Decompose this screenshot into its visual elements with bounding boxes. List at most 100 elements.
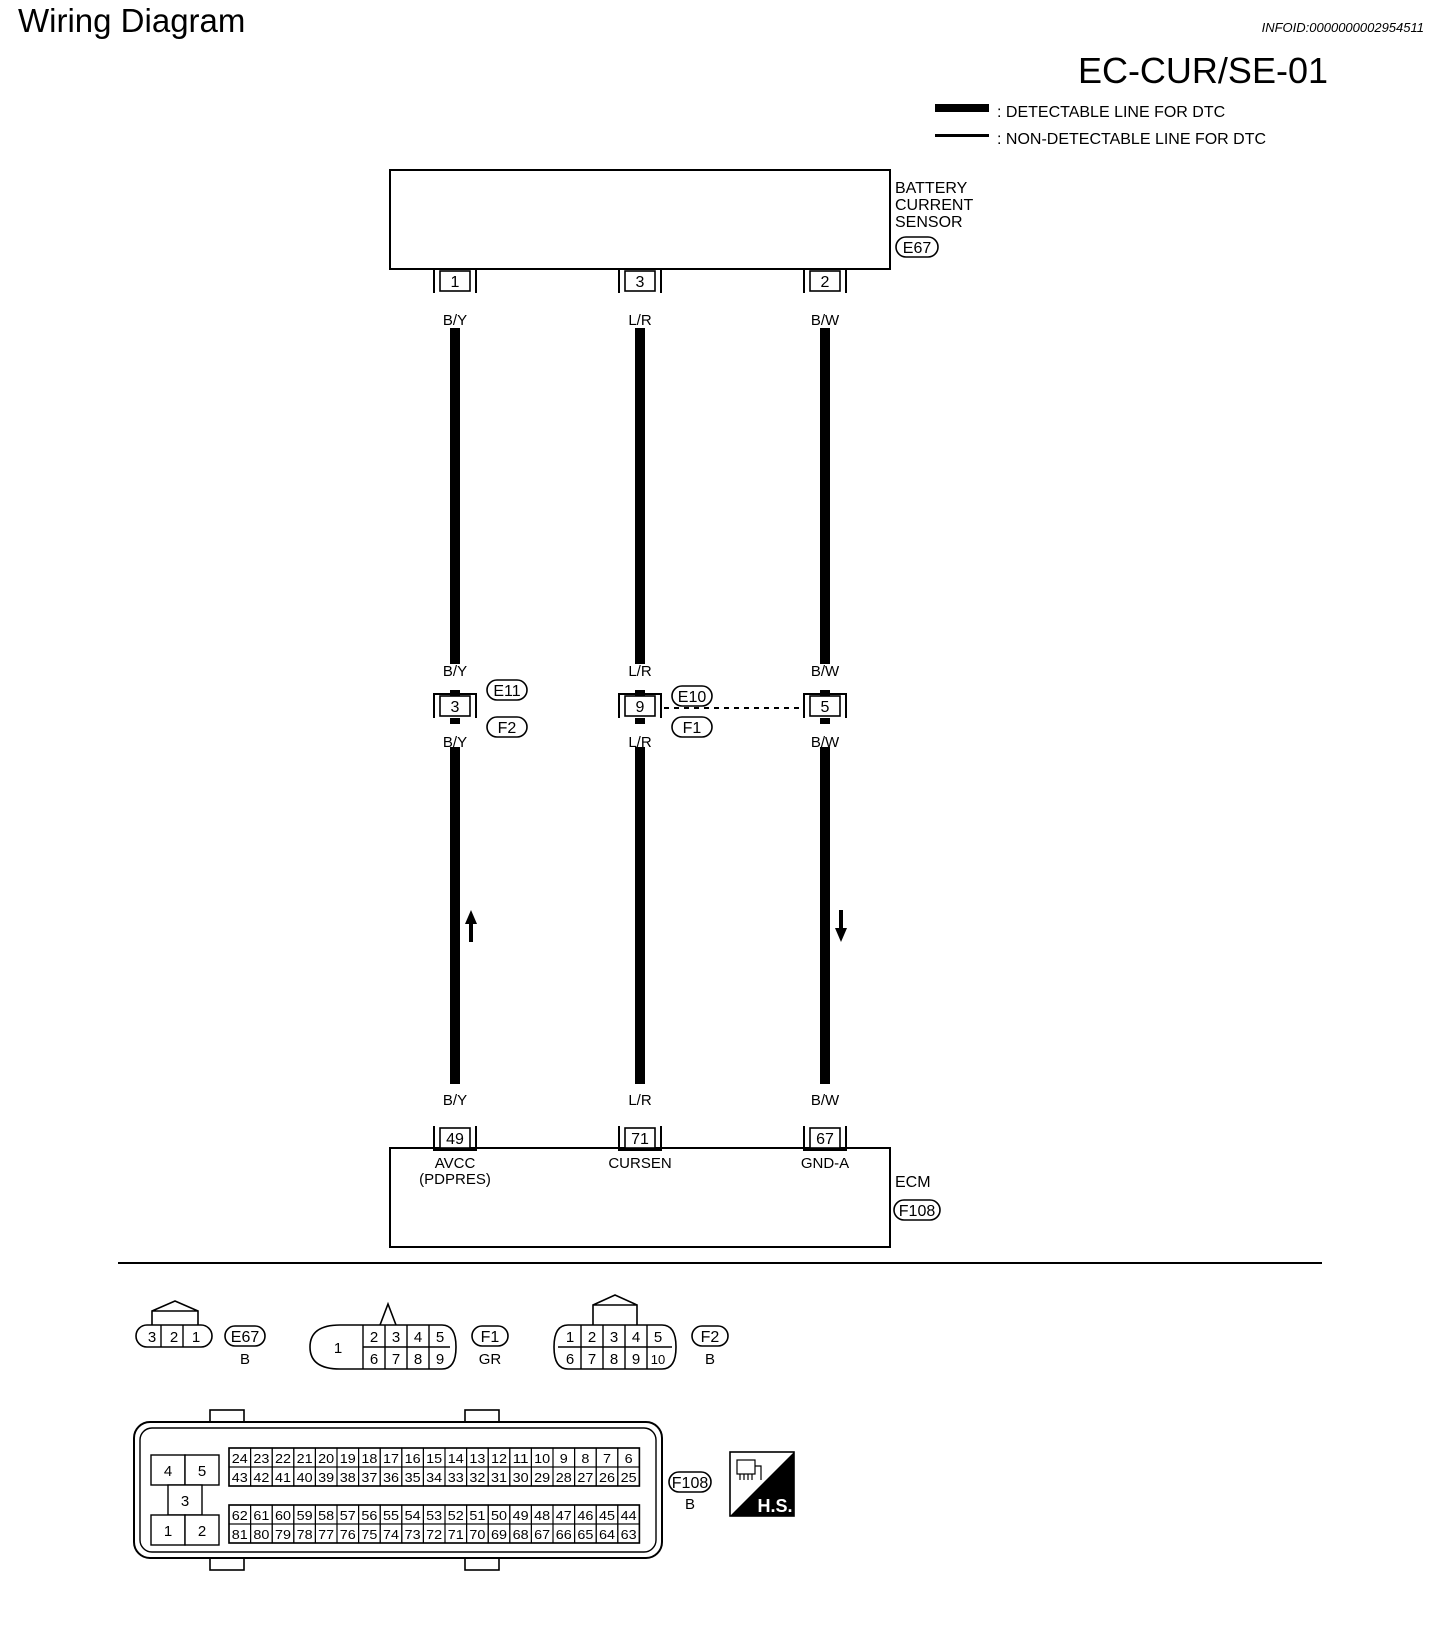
joint-pin-5-bracket <box>803 693 847 718</box>
e67-color: B <box>240 1351 250 1368</box>
f108-pin: 64 <box>599 1527 615 1542</box>
f2-lock-tab <box>592 1294 638 1325</box>
f108-pin-cell <box>150 1514 186 1546</box>
f108-pin: 75 <box>361 1527 377 1542</box>
f2-pin: 2 <box>588 1329 596 1346</box>
wire-color-top: B/W <box>811 312 840 329</box>
joint-connector-e11-label: E11 <box>493 683 520 700</box>
sensor-pin-3-label: 3 <box>636 274 645 291</box>
ecm-pin-49-label: 49 <box>446 1131 464 1148</box>
f1-id-pill: F1 <box>471 1325 509 1347</box>
ecm-box <box>389 1147 891 1248</box>
sensor-name-line: SENSOR <box>895 214 963 231</box>
sensor-pin-3: 3 <box>618 268 662 293</box>
f1-pin: 6 <box>370 1351 378 1368</box>
joint-pin-3-box <box>439 695 471 717</box>
sensor-pin-1: 1 <box>433 268 477 293</box>
ecm-name: ECM <box>895 1174 931 1191</box>
joint-pin-5-box <box>809 695 841 717</box>
wire-color-top: L/R <box>628 312 652 329</box>
f2-pin: 3 <box>610 1329 618 1346</box>
f108-pin: 78 <box>297 1527 313 1542</box>
sensor-pin-1-bracket <box>433 268 477 293</box>
f1-pin: 8 <box>414 1351 422 1368</box>
wire-lower-segment <box>450 747 460 1084</box>
f108-pin: 66 <box>556 1527 572 1542</box>
f108-pin: 80 <box>253 1527 269 1542</box>
wire-upper-segment <box>635 328 645 664</box>
f1-id-pill-label: F1 <box>481 1329 500 1346</box>
sensor-connector-e67: E67 <box>895 236 939 258</box>
f2-pin: 10 <box>651 1352 665 1367</box>
wire-color-top: B/Y <box>443 312 467 329</box>
f108-pin: 37 <box>361 1470 377 1485</box>
sensor-connector-e67-outline <box>895 236 939 258</box>
f108-pin: 11 <box>513 1451 529 1466</box>
f108-pin-cell <box>617 1466 640 1487</box>
ecm-pin-49-box <box>439 1127 471 1149</box>
f108-pin: 65 <box>577 1527 593 1542</box>
f108-pin: 56 <box>361 1508 377 1523</box>
f108-pin: 34 <box>426 1470 442 1485</box>
f2-pin: 7 <box>588 1351 596 1368</box>
ecm-pin-71-box <box>624 1127 656 1149</box>
page-title: Wiring Diagram <box>18 2 246 39</box>
f2-color: B <box>705 1351 715 1368</box>
legend-non-detectable-text: : NON-DETECTABLE LINE FOR DTC <box>997 131 1266 148</box>
f108-id-pill: F108 <box>668 1471 712 1493</box>
f108-pin: 14 <box>448 1451 464 1466</box>
signal-arrow-down <box>835 910 847 942</box>
f2-pin: 4 <box>632 1329 640 1346</box>
ecm-pin-49: 49 <box>433 1126 477 1151</box>
ecm-pin-71: 71 <box>618 1126 662 1151</box>
f1-pin: 3 <box>392 1329 400 1346</box>
wire-joint-stub <box>635 718 645 724</box>
f108-pin: 19 <box>340 1451 356 1466</box>
joint-pin-3-label: 3 <box>451 699 460 716</box>
sensor-pin-2-label: 2 <box>821 274 830 291</box>
f108-pin: 1 <box>164 1523 172 1540</box>
f108-pin: 81 <box>232 1527 248 1542</box>
joint-color-below: L/R <box>628 734 652 751</box>
joint-color-above: B/Y <box>443 663 467 680</box>
f108-pin: 61 <box>253 1508 269 1523</box>
joint-connector-f1: F1 <box>671 716 713 738</box>
f108-pin-cell <box>184 1454 220 1486</box>
f108-pin: 68 <box>513 1527 529 1542</box>
f108-pin: 44 <box>621 1508 637 1523</box>
f108-pin: 45 <box>599 1508 615 1523</box>
e67-body <box>135 1324 213 1348</box>
hs-badge: H.S. <box>729 1451 795 1517</box>
joint-connector-f2: F2 <box>486 716 528 738</box>
f108-pin: 32 <box>469 1470 485 1485</box>
joint-connector-f1-outline <box>671 716 713 738</box>
ecm-connector-f108: F108 <box>893 1199 941 1221</box>
ecm-terminal-label: (PDPRES) <box>419 1171 491 1188</box>
f108-pin: 74 <box>383 1527 399 1542</box>
ecm-terminal-label: CURSEN <box>608 1155 671 1172</box>
ecm-terminal-label: AVCC <box>435 1155 476 1172</box>
f1-pin: 5 <box>436 1329 444 1346</box>
f108-pin: 20 <box>318 1451 334 1466</box>
hs-connector-icon <box>739 1465 762 1480</box>
f2-id-pill-outline <box>691 1325 729 1347</box>
f108-pin: 67 <box>534 1527 550 1542</box>
f2-id-pill: F2 <box>691 1325 729 1347</box>
f108-color: B <box>685 1496 695 1513</box>
f108-pin: 26 <box>599 1470 615 1485</box>
wire-color-bottom: L/R <box>628 1092 652 1109</box>
sensor-pin-2-bracket <box>803 268 847 293</box>
f2-id-pill-label: F2 <box>701 1329 720 1346</box>
joint-color-above: B/W <box>811 663 840 680</box>
f108-pin: 43 <box>232 1470 248 1485</box>
f108-pin: 76 <box>340 1527 356 1542</box>
f108-pin: 42 <box>253 1470 269 1485</box>
f108-pin: 62 <box>232 1508 248 1523</box>
wire-lower-segment <box>635 747 645 1084</box>
f108-pin: 63 <box>621 1527 637 1542</box>
f108-pin: 49 <box>513 1508 529 1523</box>
f108-pin: 25 <box>621 1470 637 1485</box>
diagram-code: EC-CUR/SE-01 <box>1077 50 1328 91</box>
